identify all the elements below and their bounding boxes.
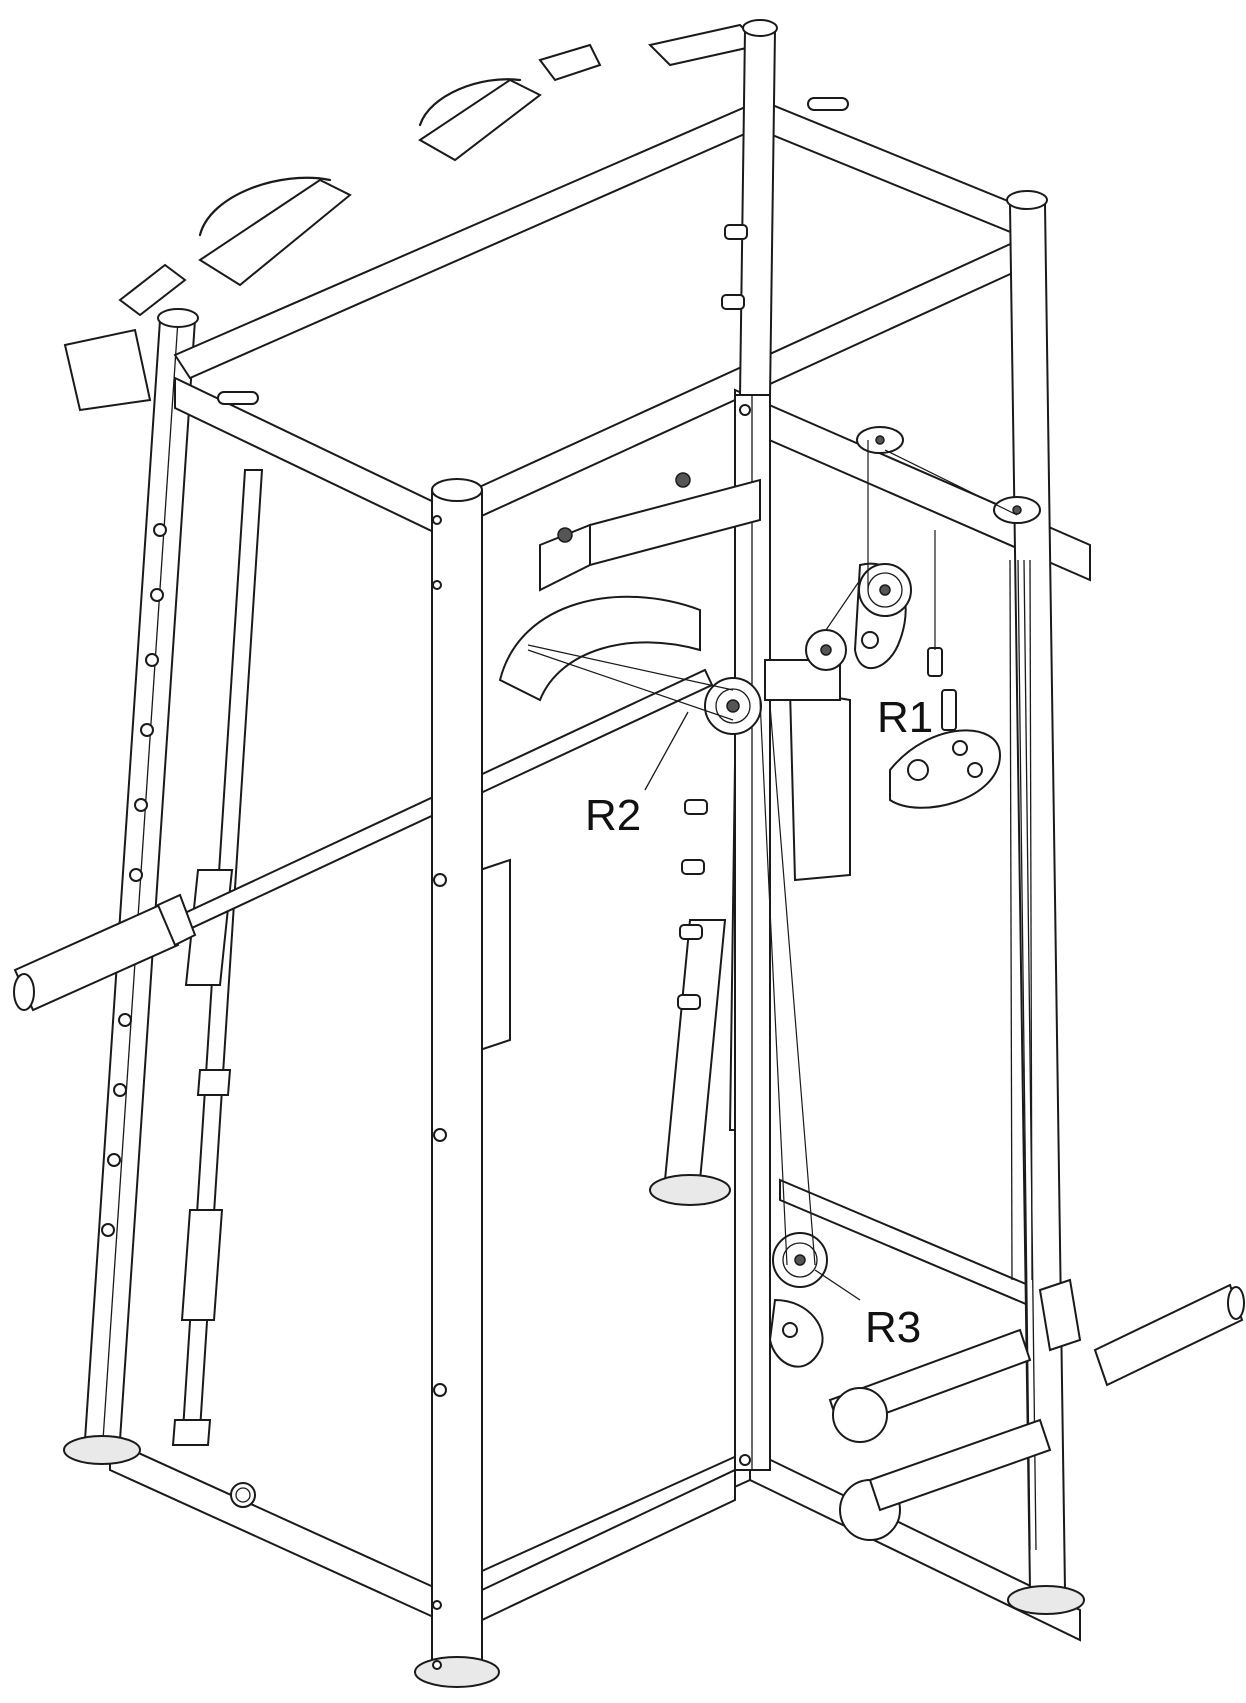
cable-guide-rods — [1009, 559, 1033, 1281]
left-rear-upright — [63, 308, 199, 1465]
callout-r3: R3 — [865, 1303, 921, 1352]
front-lower-beam — [481, 1468, 736, 1622]
pulley-r2 — [704, 629, 847, 735]
leg-attachment — [828, 1278, 1082, 1541]
bench-back-pad — [479, 595, 851, 1052]
front-left-upright — [414, 478, 500, 1688]
callout-r2: R2 — [585, 791, 641, 840]
cables — [527, 440, 1018, 1266]
center-carriage — [539, 472, 841, 701]
base-frame — [109, 1178, 1081, 1642]
callout-leaders — [644, 711, 861, 1301]
right-rear-upright — [1006, 190, 1085, 1615]
front-right-upright — [734, 394, 771, 1471]
pulley-r3 — [768, 1232, 828, 1368]
top-frame — [173, 97, 1091, 582]
pulley-r1 — [853, 562, 1002, 809]
callout-r1: R1 — [877, 693, 933, 742]
pullup-handles — [63, 23, 762, 412]
smith-barbell — [13, 668, 1245, 1387]
smith-guide-rod-left — [171, 469, 264, 1446]
